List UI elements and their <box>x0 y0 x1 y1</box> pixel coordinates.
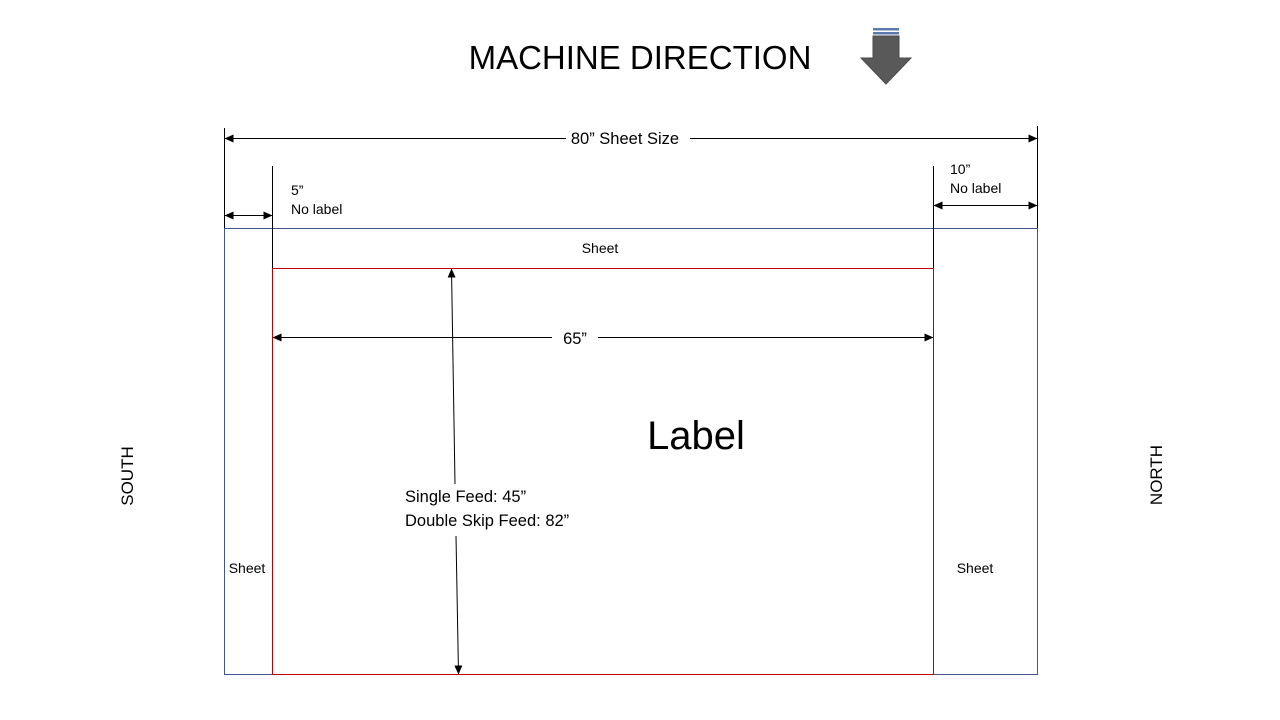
sheet-outline <box>224 228 1038 675</box>
feed-length-dimension-bottom <box>454 535 463 675</box>
label-area-title: Label <box>647 414 745 458</box>
down-arrow-icon <box>859 28 913 85</box>
label-width-value: 65” <box>563 330 587 348</box>
feed-length-dimension-top <box>447 268 456 485</box>
top-sheet-label: Sheet <box>582 240 619 256</box>
right-sheet-label: Sheet <box>957 560 994 576</box>
left-margin-note: No label <box>291 201 342 217</box>
north-side-label: NORTH <box>1147 445 1166 505</box>
sheet-size-label: 80” Sheet Size <box>571 130 679 148</box>
right-margin-value: 10” <box>950 161 971 177</box>
diagram-title: MACHINE DIRECTION <box>469 39 812 76</box>
left-margin-value: 5” <box>291 182 304 198</box>
label-area-outline <box>272 268 934 675</box>
south-side-label: SOUTH <box>118 446 137 506</box>
double-skip-feed-label: Double Skip Feed: 82” <box>405 512 569 530</box>
feed-label-background <box>402 486 580 534</box>
single-feed-label: Single Feed: 45” <box>405 488 526 506</box>
right-margin-note: No label <box>950 180 1001 196</box>
left-sheet-label: Sheet <box>229 560 266 576</box>
